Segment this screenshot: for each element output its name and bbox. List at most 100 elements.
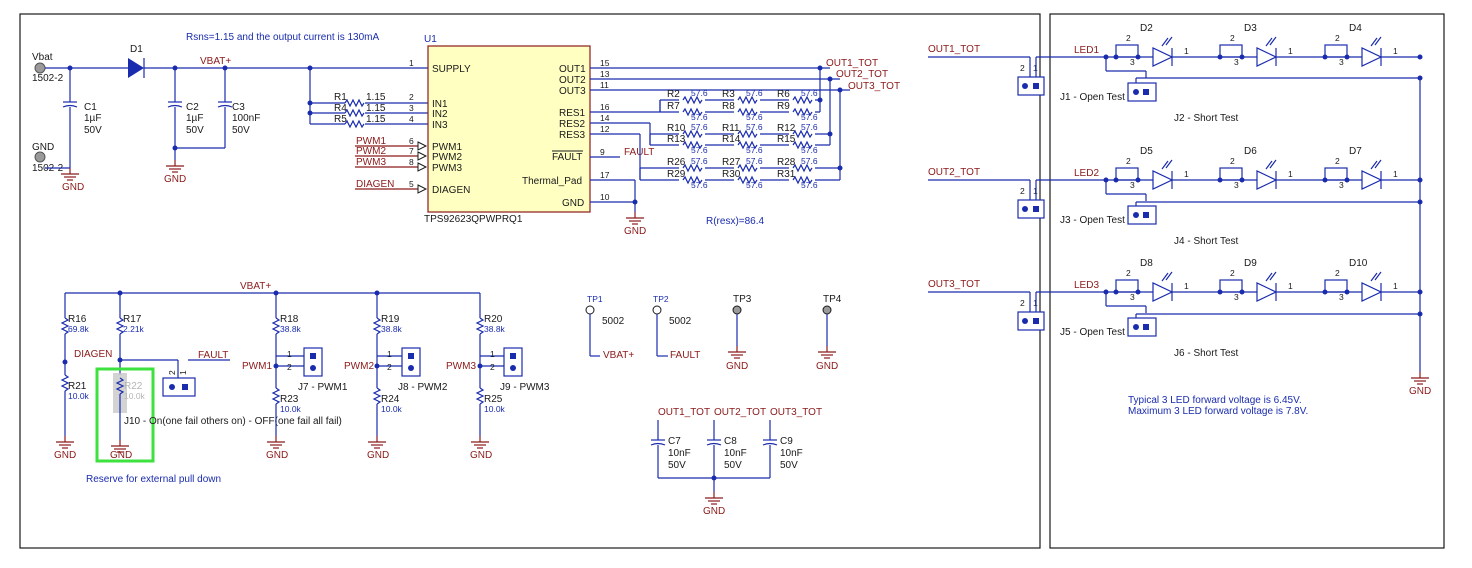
led-ref: D7: [1349, 146, 1362, 157]
resx-val: 57.6: [691, 180, 708, 190]
short-test-jumper[interactable]: [1127, 82, 1157, 102]
r16-ref: R16: [68, 314, 87, 325]
svg-text:RES2: RES2: [559, 119, 586, 130]
r19-val: 38.8k: [381, 324, 403, 334]
resx-ref: R3: [722, 89, 735, 100]
svg-text:1: 1: [1288, 281, 1293, 291]
r1-ref: R1: [334, 92, 347, 103]
svg-text:DIAGEN: DIAGEN: [432, 185, 470, 196]
gnd-label-r22: GND: [110, 450, 132, 461]
svg-text:4: 4: [409, 114, 414, 124]
led-diode: [1256, 159, 1278, 190]
u1-part: TPS92623QPWPRQ1: [424, 214, 523, 225]
reserve-note: Reserve for external pull down: [86, 474, 221, 485]
short-test-jumper[interactable]: [1127, 205, 1157, 225]
tp2-ref: TP2: [653, 294, 669, 304]
resx-ref: R10: [667, 123, 686, 134]
open-test-jumper[interactable]: [1017, 311, 1045, 331]
tp3[interactable]: TP3 GND: [726, 294, 752, 372]
svg-text:13: 13: [600, 69, 610, 79]
c9-volt: 50V: [780, 460, 798, 471]
gnd-label-caps: GND: [703, 506, 725, 517]
gnd-label-tp4: GND: [816, 361, 838, 372]
svg-text:2: 2: [1020, 63, 1025, 73]
resx-ref: R12: [777, 123, 796, 134]
short-test-label: J2 - Short Test: [1174, 113, 1239, 124]
r22-val: 10.0k: [124, 391, 146, 401]
resx-val: 57.6: [691, 122, 708, 132]
j8-label: J8 - PWM2: [398, 382, 448, 393]
svg-text:3: 3: [1339, 180, 1344, 190]
r25-ref: R25: [484, 394, 503, 405]
r25-val: 10.0k: [484, 404, 506, 414]
svg-text:2: 2: [1020, 298, 1025, 308]
svg-text:1: 1: [1184, 46, 1189, 56]
tp4[interactable]: TP4 GND: [816, 294, 842, 372]
open-test-label: J5 - Open Test: [1060, 327, 1125, 338]
gnd-label-r23: GND: [266, 450, 288, 461]
svg-text:2: 2: [387, 362, 392, 372]
j9-header[interactable]: [503, 347, 523, 377]
r4-val: 1.15: [366, 103, 386, 114]
short-test-jumper[interactable]: [1127, 317, 1157, 337]
c3-val: 100nF: [232, 113, 260, 124]
j10-header[interactable]: [162, 377, 196, 397]
svg-text:OUT2: OUT2: [559, 75, 586, 86]
svg-text:1: 1: [1184, 169, 1189, 179]
j7-header[interactable]: [303, 347, 323, 377]
led-ref: D8: [1140, 258, 1153, 269]
svg-text:15: 15: [600, 58, 610, 68]
c7-net: OUT1_TOT: [658, 407, 710, 418]
pwm3-net: PWM3: [446, 361, 476, 372]
svg-text:1: 1: [287, 349, 292, 359]
j7-label: J7 - PWM1: [298, 382, 348, 393]
svg-text:1: 1: [1393, 281, 1398, 291]
led-diode: [1361, 36, 1383, 67]
svg-text:2: 2: [1230, 33, 1235, 43]
pwm1-net: PWM1: [242, 361, 272, 372]
svg-text:3: 3: [1234, 57, 1239, 67]
u1-left-pins: SUPPLY 1 IN1 2 IN2 3 IN3 4 PWM1 6 PWM2 7…: [409, 58, 471, 196]
svg-text:2: 2: [167, 370, 177, 375]
gnd-label-r21: GND: [54, 450, 76, 461]
gnd-label-leds: GND: [1409, 386, 1431, 397]
svg-text:14: 14: [600, 113, 610, 123]
c2-ref: C2: [186, 102, 199, 113]
svg-text:IN2: IN2: [432, 109, 448, 120]
c8-volt: 50V: [724, 460, 742, 471]
resx-val: 57.6: [801, 156, 818, 166]
r24-val: 10.0k: [381, 404, 403, 414]
svg-text:3: 3: [1130, 180, 1135, 190]
tp1[interactable]: TP1 5002 VBAT+: [585, 294, 634, 361]
tp1-ref: TP1: [587, 294, 603, 304]
j8-header[interactable]: [401, 347, 421, 377]
fault-net-u1: FAULT: [624, 147, 654, 158]
output-caps: OUT1_TOT OUT2_TOT OUT3_TOT GND C7 10nF 5…: [650, 407, 822, 517]
tp2[interactable]: TP2 5002 FAULT: [652, 294, 700, 361]
resx-ref: R14: [722, 134, 741, 145]
resx-ref: R2: [667, 89, 680, 100]
svg-text:2: 2: [1126, 33, 1131, 43]
c3-volt: 50V: [232, 125, 250, 136]
svg-text:PWM2: PWM2: [432, 152, 462, 163]
svg-text:9: 9: [600, 147, 605, 157]
svg-text:FAULT: FAULT: [552, 152, 582, 163]
r20-val: 38.8k: [484, 324, 506, 334]
svg-text:1: 1: [387, 349, 392, 359]
open-test-jumper[interactable]: [1017, 76, 1045, 96]
vf-max-note: Maximum 3 LED forward voltage is 7.8V.: [1128, 406, 1308, 417]
svg-text:6: 6: [409, 136, 414, 146]
led-ref: D9: [1244, 258, 1257, 269]
resx-val: 57.6: [746, 88, 763, 98]
c9-ref: C9: [780, 436, 793, 447]
svg-text:1: 1: [1184, 281, 1189, 291]
tp4-ref: TP4: [823, 294, 842, 305]
open-test-jumper[interactable]: [1017, 199, 1045, 219]
r21-ref: R21: [68, 381, 87, 392]
pwm1-in-label: PWM1: [356, 136, 386, 147]
c1-ref: C1: [84, 102, 97, 113]
resx-val: 57.6: [691, 145, 708, 155]
resx-ref: R15: [777, 134, 796, 145]
